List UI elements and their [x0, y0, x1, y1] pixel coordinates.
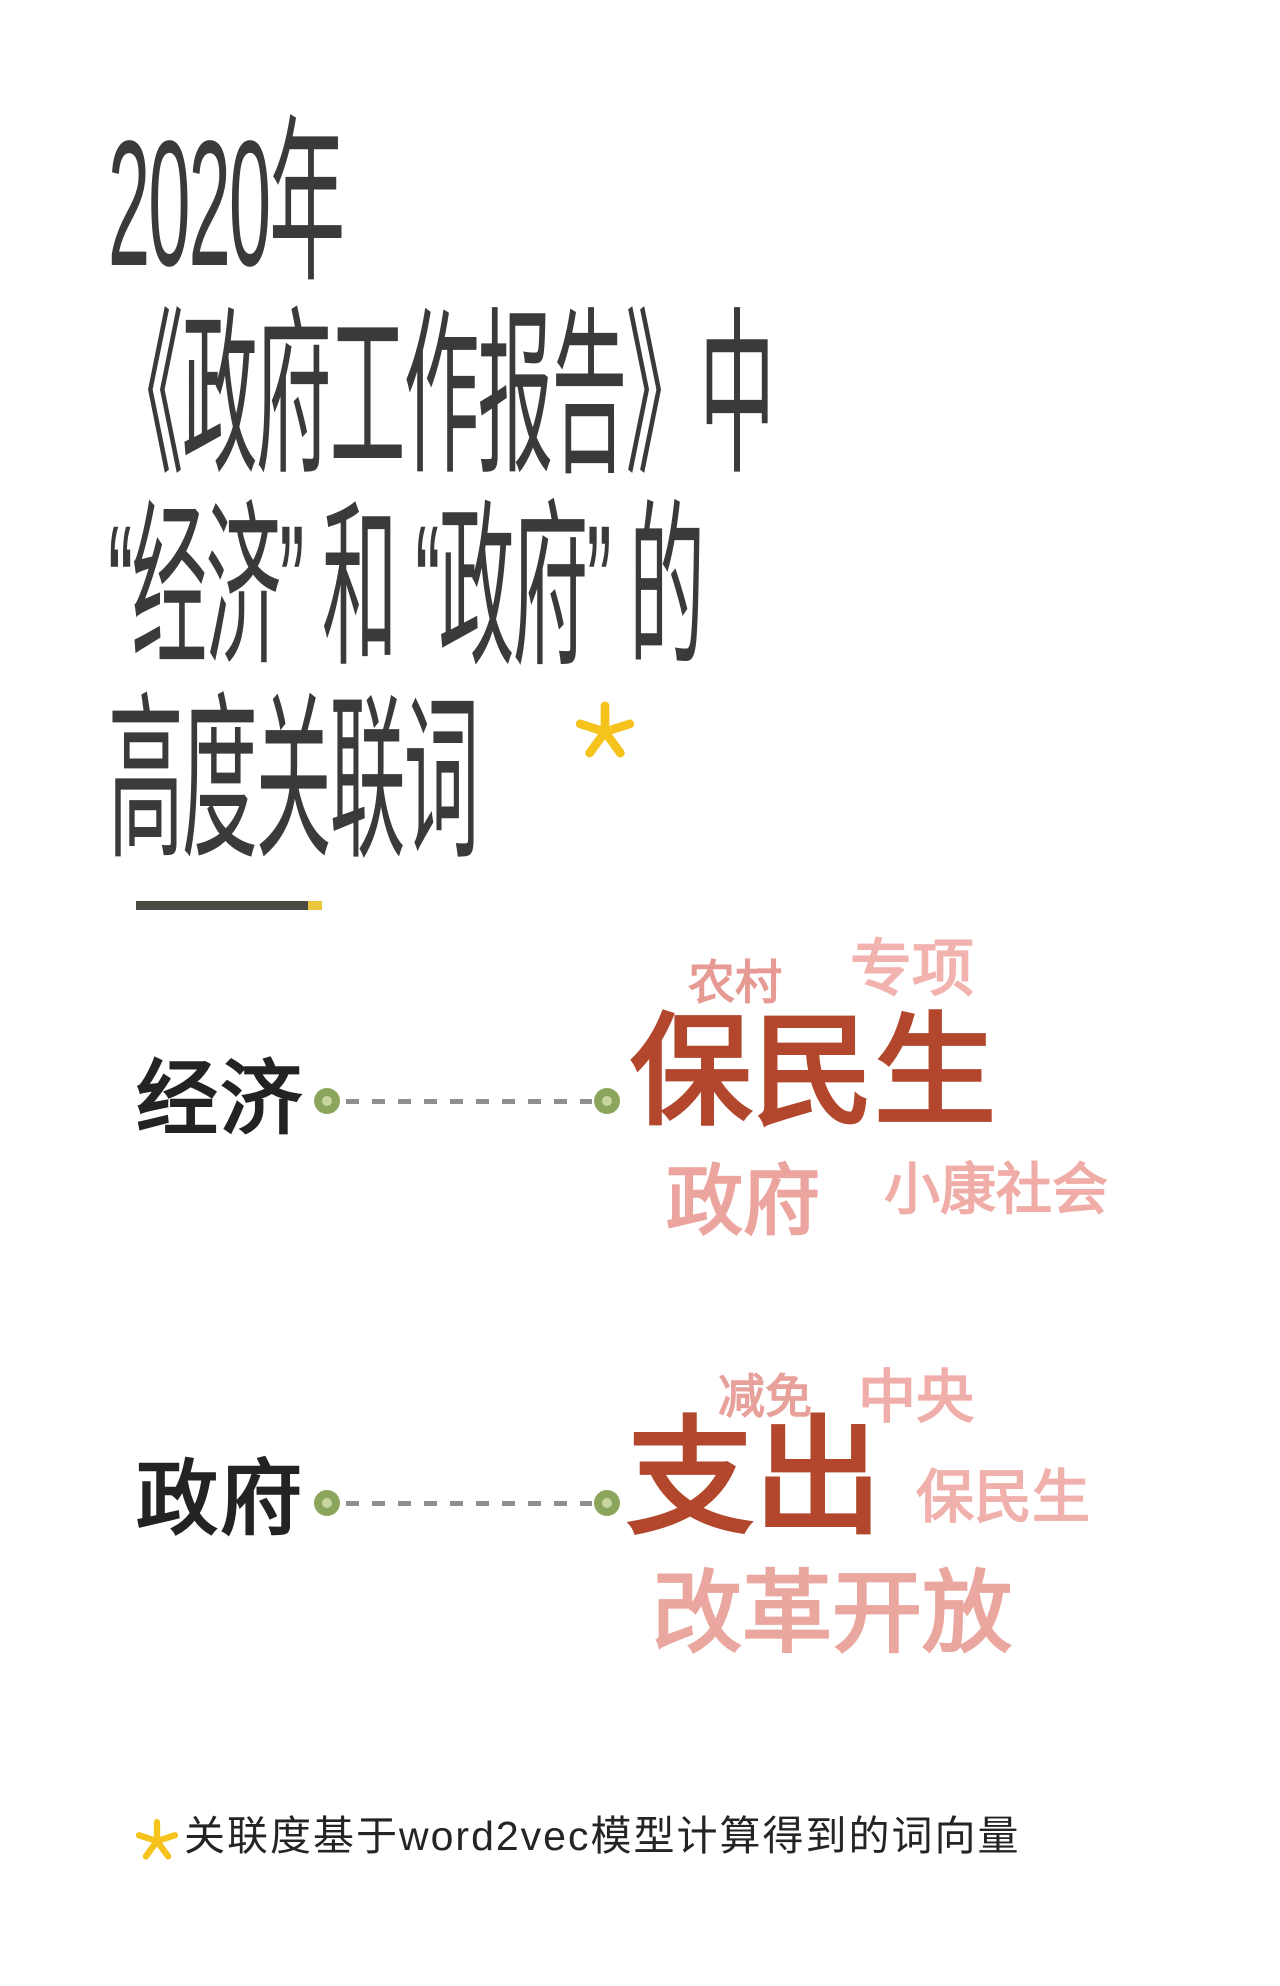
page-title: 2020年 《政府工作报告》中 “经济” 和 “政府” 的 高度关联词 — [108, 103, 775, 881]
dashed-connector — [346, 1099, 592, 1104]
wordcloud-word: 政府 — [666, 1157, 820, 1247]
wordcloud-main-word: 支出 — [626, 1403, 883, 1553]
title-line-1: 2020年 — [108, 103, 345, 304]
connector-dot-inner — [322, 1498, 332, 1508]
title-divider — [136, 901, 322, 910]
connector-dot — [594, 1490, 620, 1516]
connector-dot-inner — [602, 1498, 612, 1508]
wordcloud-word: 农村 — [688, 956, 782, 1011]
wordcloud-word: 小康社会 — [884, 1157, 1108, 1223]
footnote-asterisk-icon — [136, 1819, 178, 1860]
title-line-4: 高度关联词 — [108, 681, 479, 881]
footnote: 关联度基于word2vec模型计算得到的词向量 — [184, 1813, 1021, 1859]
connector-dot — [314, 1088, 340, 1114]
connector-dot-inner — [322, 1096, 332, 1106]
wordcloud-word: 专项 — [850, 932, 975, 1005]
connector-dot-inner — [602, 1096, 612, 1106]
divider-dark-segment — [136, 901, 308, 910]
wordcloud-word: 减免 — [718, 1370, 812, 1425]
wordcloud-word: 改革开放 — [652, 1560, 1012, 1666]
wordcloud-word: 中央 — [858, 1363, 975, 1431]
title-line-2: 《政府工作报告》中 — [108, 296, 775, 496]
wordcloud-main-word: 保民生 — [630, 999, 996, 1143]
divider-yellow-tip — [308, 901, 322, 910]
title-line-3: “经济” 和 “政府” 的 — [108, 488, 705, 689]
dashed-connector — [346, 1501, 592, 1506]
row-label-economy: 经济 — [136, 1051, 305, 1147]
wordcloud-word: 保民生 — [916, 1463, 1091, 1531]
asterisk-icon — [576, 701, 634, 758]
row-label-government: 政府 — [136, 1451, 305, 1547]
connector-dot — [314, 1490, 340, 1516]
connector-dot — [594, 1088, 620, 1114]
